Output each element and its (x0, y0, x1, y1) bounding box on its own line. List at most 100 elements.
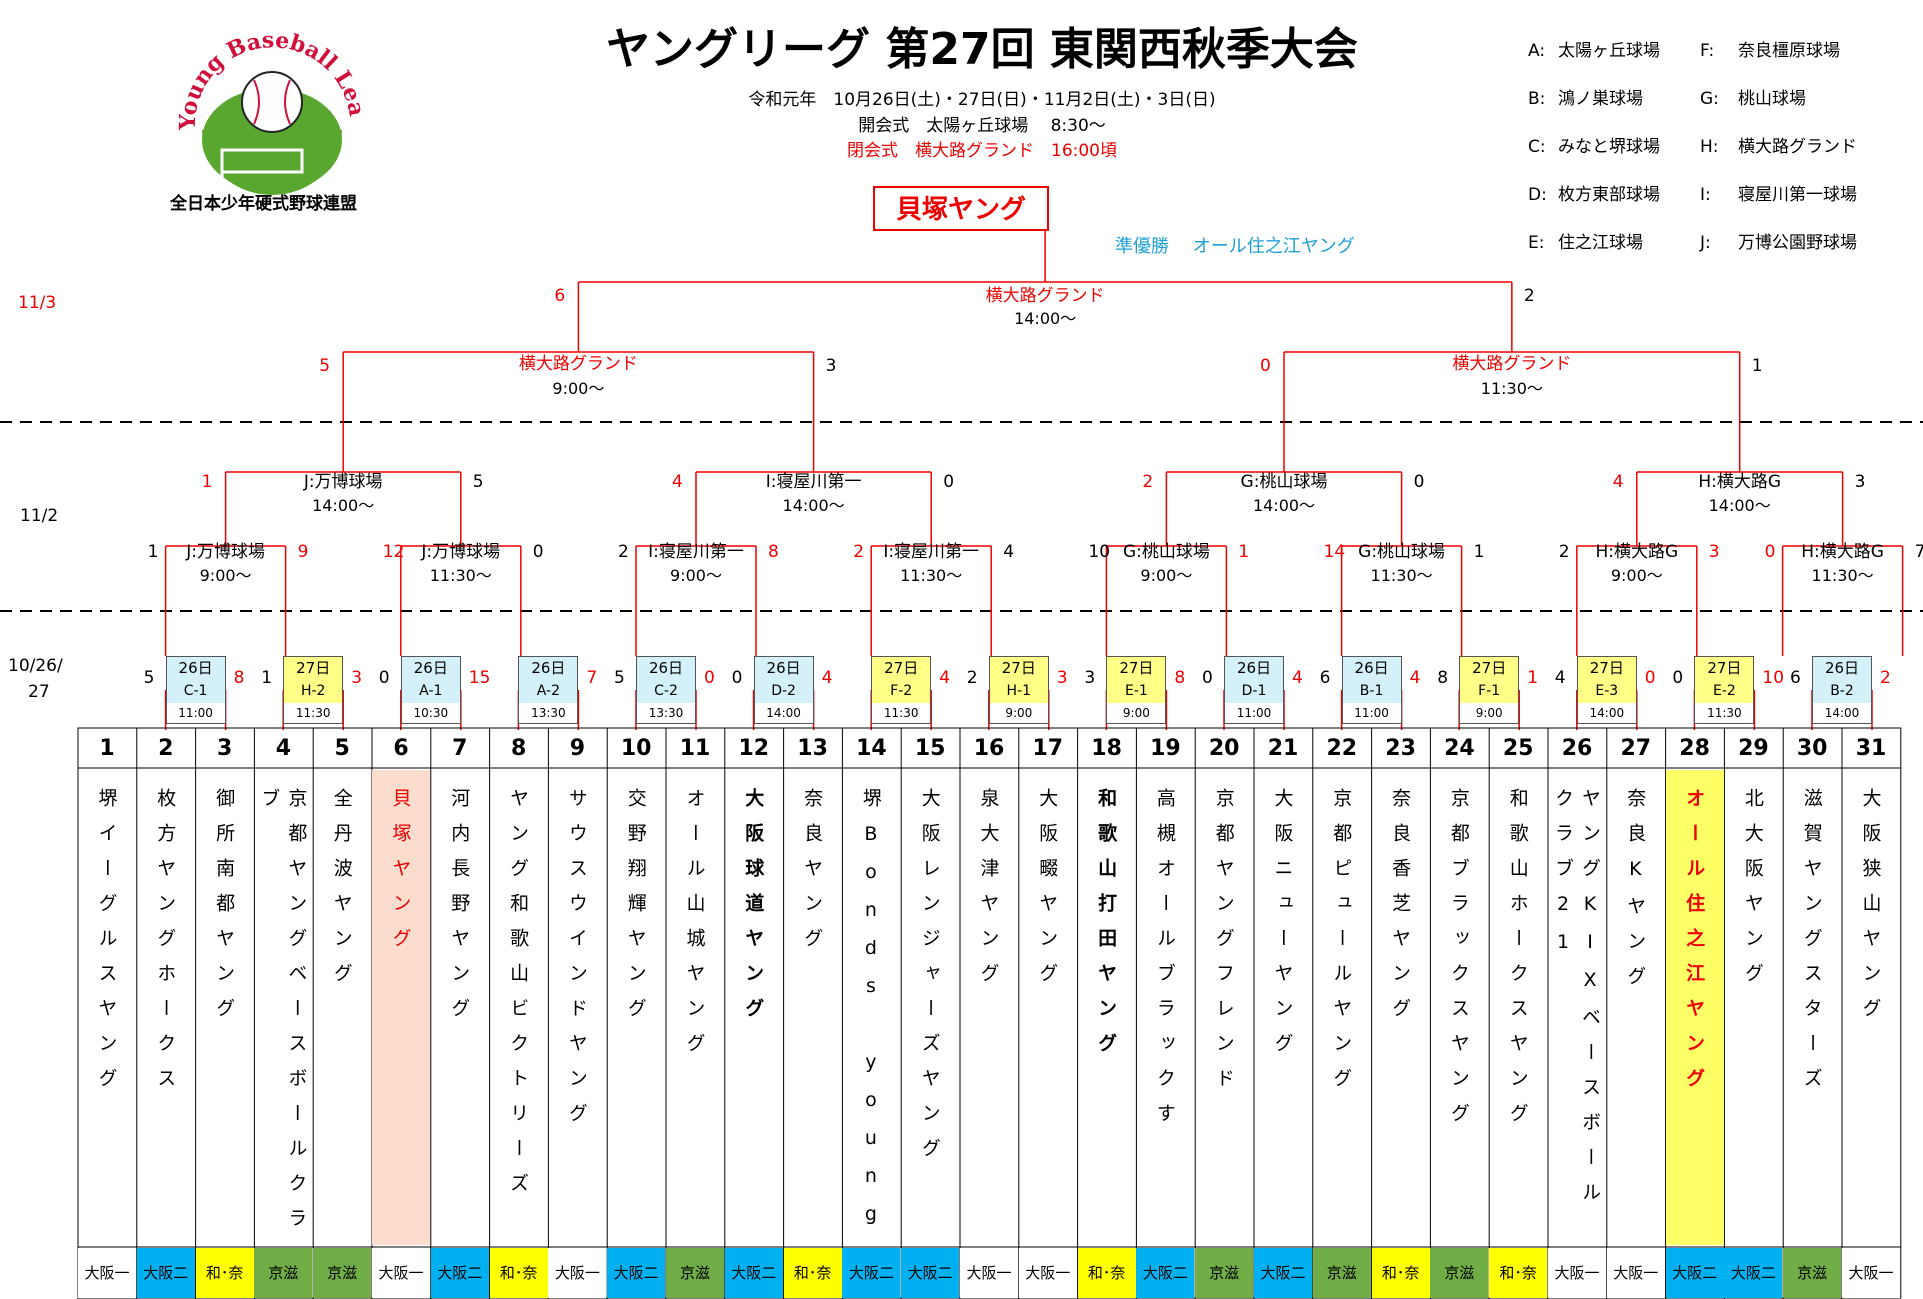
score-left: 10 (1088, 542, 1111, 562)
time-label: 14:00～ (1252, 496, 1316, 515)
time-label: 9:00～ (1610, 566, 1663, 585)
venue-key: A: (1528, 41, 1546, 61)
team-number: 16 (973, 736, 1005, 761)
score-right: 5 (472, 472, 484, 492)
score-left: 14 (1323, 542, 1346, 562)
venue-name: 桃山球場 (1738, 89, 1806, 109)
team-region: 大阪二 (430, 1248, 489, 1298)
game-time: 10:30 (401, 703, 460, 723)
team-name: 堺Bonds young (859, 788, 882, 1241)
champion-box: 貝塚ヤング (873, 186, 1049, 231)
team-name: サウスウインドヤング (565, 788, 588, 1138)
team-number: 24 (1444, 736, 1475, 761)
team-region: 京滋 (254, 1248, 313, 1298)
venue-label: J:万博球場 (421, 542, 501, 562)
game-code: B-2 (1813, 680, 1871, 703)
score-left: 5 (614, 668, 625, 688)
team-name: ヤング和歌山ビクトリーズ (507, 788, 530, 1208)
team-name-cell: 奈良香芝ヤング (1372, 770, 1430, 1245)
game-code: A-1 (401, 680, 460, 703)
team-number: 18 (1091, 736, 1122, 761)
score-right: 7 (1914, 542, 1923, 562)
score-right: 3 (1708, 542, 1720, 562)
team-name-cell: 枚方ヤングホークス (137, 770, 195, 1245)
game-day: 26日 (754, 657, 813, 680)
score-left: 5 (319, 356, 331, 376)
score-left: 4 (672, 472, 683, 492)
game-day: 26日 (1342, 657, 1401, 680)
score-right: 0 (1644, 668, 1656, 688)
time-label: 11:30～ (900, 566, 963, 585)
venue-name: みなと堺球場 (1558, 137, 1660, 157)
game-code: D-1 (1225, 680, 1283, 703)
team-name: 大阪球道ヤング (742, 788, 765, 1033)
team-name-cell: 京都ヤングフレンド (1195, 770, 1253, 1245)
venue-label: J:万博球場 (186, 542, 265, 562)
team-name-cell: サウスウインドヤング (548, 770, 606, 1245)
venue-label: 横大路グランド (1452, 354, 1572, 374)
team-name: 貝塚ヤング (389, 788, 412, 963)
score-left: 0 (731, 668, 743, 688)
game-day: 27日 (1107, 657, 1166, 680)
game-day: 27日 (1577, 657, 1636, 680)
score-right: 8 (233, 668, 245, 688)
team-region: 大阪一 (78, 1248, 136, 1298)
team-number: 9 (569, 736, 586, 761)
score-left: 6 (1319, 668, 1331, 688)
team-region: 大阪一 (1842, 1248, 1900, 1298)
team-number: 6 (393, 736, 409, 761)
game-time: 9:00 (1460, 703, 1519, 723)
team-name: 滋賀ヤングスターズ (1800, 788, 1823, 1103)
venue-name: 横大路グランド (1738, 137, 1857, 157)
score-right: 0 (1413, 472, 1425, 492)
team-name-cell: 全丹波ヤング (313, 770, 371, 1245)
team-number: 27 (1620, 736, 1652, 761)
score-left: 6 (1790, 668, 1801, 688)
date-11-3: 11/3 (18, 293, 57, 313)
team-number: 28 (1679, 736, 1710, 761)
team-number: 22 (1326, 736, 1358, 761)
score-right: 9 (297, 542, 309, 562)
game-code: H-2 (284, 680, 343, 703)
team-name: 大阪レンジャーズヤング (918, 788, 941, 1173)
score-right: 3 (1854, 472, 1866, 492)
team-name-cell: 泉大津ヤング (960, 770, 1018, 1245)
game-day: 26日 (1813, 657, 1871, 680)
team-name-cell: 奈良Kヤング (1607, 770, 1665, 1245)
team-number: 25 (1502, 736, 1534, 761)
team-region: 大阪二 (1136, 1248, 1195, 1298)
game-time: 9:00 (989, 703, 1048, 723)
venue-key: E: (1528, 233, 1545, 253)
team-name-cell: 御所南都ヤング (196, 770, 254, 1245)
score-right: 4 (1409, 668, 1421, 688)
logo-org: 全日本少年硬式野球連盟 (170, 194, 357, 214)
team-name-cell: 北大阪ヤング (1724, 770, 1782, 1245)
score-right: 1 (1473, 542, 1485, 562)
opening-ceremony: 開会式 太陽ヶ丘球場 8:30～ (858, 116, 1106, 136)
team-region: 和･奈 (1371, 1248, 1430, 1298)
team-region: 和･奈 (489, 1248, 548, 1298)
venue-name: 住之江球場 (1558, 233, 1643, 253)
score-left: 5 (143, 668, 155, 688)
team-number: 1 (99, 736, 115, 761)
team-name-cell: ヤングKIXベースボールクラブ21 (1548, 770, 1606, 1245)
team-number: 17 (1032, 736, 1064, 761)
team-region: 和･奈 (1489, 1248, 1548, 1298)
team-name: 奈良Kヤング (1624, 788, 1647, 1001)
team-name: 泉大津ヤング (977, 788, 1000, 998)
venue-key: C: (1528, 137, 1546, 157)
team-name-cell: 交野翔輝ヤング (607, 770, 665, 1245)
team-region: 京滋 (313, 1248, 372, 1298)
team-name-cell: 京都ブラックスヤング (1430, 770, 1488, 1245)
team-name-cell: ヤング和歌山ビクトリーズ (490, 770, 548, 1245)
